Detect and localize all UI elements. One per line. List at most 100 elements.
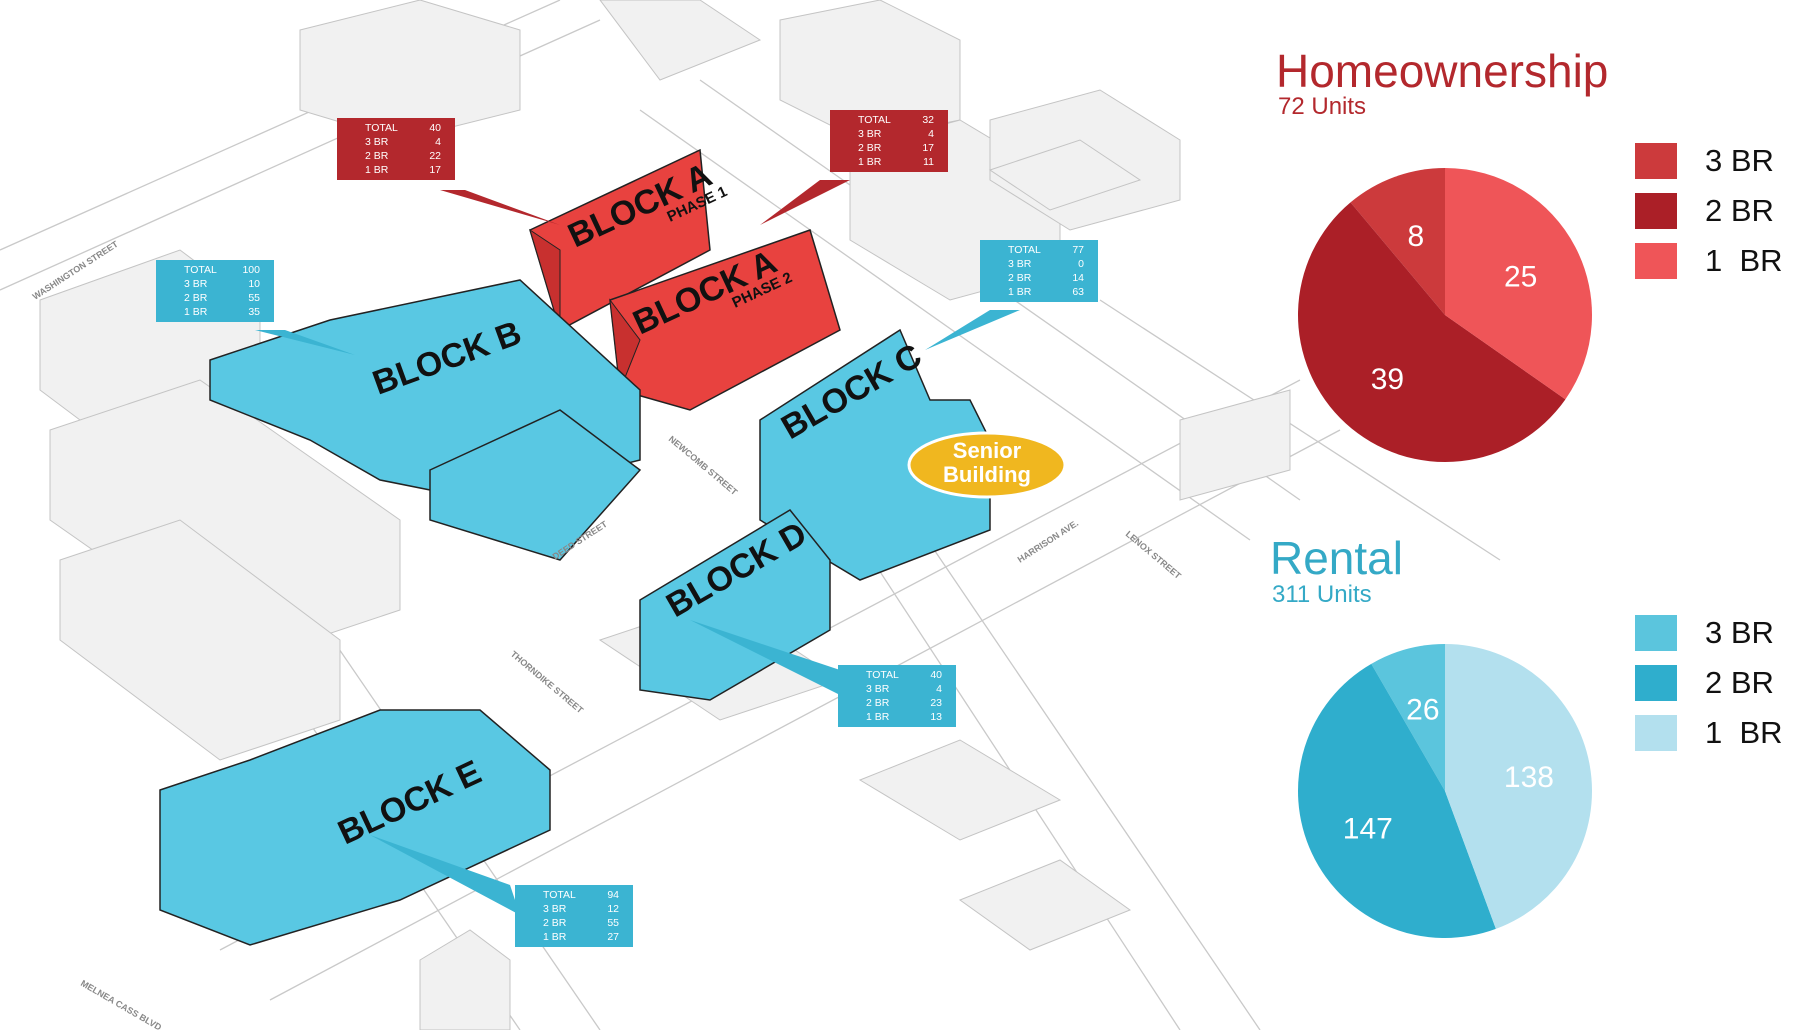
callout-row-label: TOTAL [858, 114, 891, 126]
homeownership-subtitle: 72 Units [1278, 93, 1367, 120]
callout-box [337, 118, 455, 180]
callout-row-label: TOTAL [184, 264, 217, 276]
callout-row-value: 27 [607, 931, 619, 943]
legend-label: 3 BR [1705, 615, 1774, 650]
callout-row-label: TOTAL [866, 669, 899, 681]
senior-building-line1: Senior [953, 438, 1022, 463]
callout-row-value: 17 [429, 164, 441, 176]
callout-row-label: 1 BR [866, 711, 890, 723]
callout-row-value: 40 [429, 122, 441, 134]
callout-row-value: 4 [936, 683, 942, 695]
callout-row-label: 2 BR [1008, 272, 1032, 284]
pie-value-label: 26 [1406, 694, 1439, 727]
callout-row-label: 1 BR [543, 931, 567, 943]
callout-row-value: 0 [1078, 258, 1084, 270]
legend-swatch [1635, 193, 1677, 229]
pie-slice [1445, 168, 1592, 400]
callout-row-label: 3 BR [866, 683, 890, 695]
callout-row-label: 2 BR [543, 917, 567, 929]
callout-row-value: 11 [923, 156, 934, 168]
legend-label: 1 BR [1705, 243, 1783, 278]
context-buildings [39, 0, 1291, 1030]
senior-building-ellipse [907, 431, 1067, 499]
callout-row-value: 32 [922, 114, 934, 126]
callout-row-label: 1 BR [858, 156, 882, 168]
callout-row-value: 94 [607, 889, 619, 901]
pie-value-label: 25 [1504, 261, 1537, 294]
legend-item: 1 BR [1635, 715, 1800, 755]
callout-row-value: 40 [930, 669, 942, 681]
legend-label: 2 BR [1705, 665, 1774, 700]
callout-pointer [690, 620, 850, 700]
callout-row-label: 1 BR [1008, 286, 1032, 298]
legend-item: 2 BR [1635, 193, 1800, 233]
callout-row-label: 3 BR [543, 903, 567, 915]
callout-row-value: 4 [928, 128, 934, 140]
legend-label: 3 BR [1705, 143, 1774, 178]
legend-item: 2 BR [1635, 665, 1800, 705]
callout-pointer [760, 180, 850, 225]
legend-swatch [1635, 243, 1677, 279]
callout-row-value: 22 [429, 150, 441, 162]
rental-title: Rental [1270, 532, 1403, 584]
block-a-phase-1-building [529, 148, 711, 332]
callout-pointer [370, 835, 520, 915]
callout-box [515, 885, 633, 947]
callout-row-value: 55 [248, 292, 260, 304]
callout-pointer [440, 190, 560, 225]
legend-swatch [1635, 615, 1677, 651]
callout-row-value: 55 [607, 917, 619, 929]
callout-row-label: 3 BR [365, 136, 389, 148]
callout-row-value: 100 [242, 264, 260, 276]
callout-row-label: TOTAL [365, 122, 398, 134]
callout-block-a2: TOTAL 32 3 BR 4 2 BR 17 1 BR 11 [830, 110, 948, 172]
pie-slice [1371, 644, 1445, 791]
senior-building-line2: Building [943, 462, 1031, 487]
pie-slice [1350, 168, 1445, 315]
callout-row-label: 2 BR [866, 697, 890, 709]
legend-label: 1 BR [1705, 715, 1783, 750]
legend-item: 3 BR [1635, 615, 1800, 655]
pie-slice [1298, 202, 1566, 463]
callout-row-label: TOTAL [1008, 244, 1041, 256]
callout-row-value: 17 [922, 142, 934, 154]
callout-row-value: 35 [248, 306, 260, 318]
pie-slice [1298, 663, 1496, 939]
callout-block-a1: TOTAL 40 3 BR 4 2 BR 22 1 BR 17 [337, 118, 455, 180]
callout-row-label: 2 BR [365, 150, 389, 162]
callout-pointer [925, 310, 1020, 350]
callout-row-value: 4 [435, 136, 441, 148]
pie-slice [1445, 644, 1592, 929]
callout-row-value: 10 [248, 278, 260, 290]
legend-label: 2 BR [1705, 193, 1774, 228]
legend-swatch [1635, 143, 1677, 179]
callout-row-label: 2 BR [858, 142, 882, 154]
callout-row-label: 3 BR [1008, 258, 1032, 270]
callout-row-value: 14 [1072, 272, 1084, 284]
block-b-building [209, 279, 642, 561]
legend-item: 3 BR [1635, 143, 1800, 183]
callout-row-label: 1 BR [365, 164, 389, 176]
pie-value-label: 39 [1371, 363, 1404, 396]
callout-row-label: 3 BR [858, 128, 882, 140]
callout-box [156, 260, 274, 322]
callout-box [980, 240, 1098, 302]
callout-row-label: 3 BR [184, 278, 208, 290]
callout-row-value: 23 [930, 697, 942, 709]
homeownership-title: Homeownership [1276, 45, 1609, 97]
callout-row-label: 2 BR [184, 292, 208, 304]
legend-swatch [1635, 665, 1677, 701]
pie-value-label: 147 [1343, 812, 1393, 845]
callout-pointer [255, 330, 355, 355]
legend-item: 1 BR [1635, 243, 1800, 283]
block-e-building [159, 709, 551, 946]
callout-row-value: 77 [1072, 244, 1084, 256]
callout-row-value: 12 [607, 903, 619, 915]
